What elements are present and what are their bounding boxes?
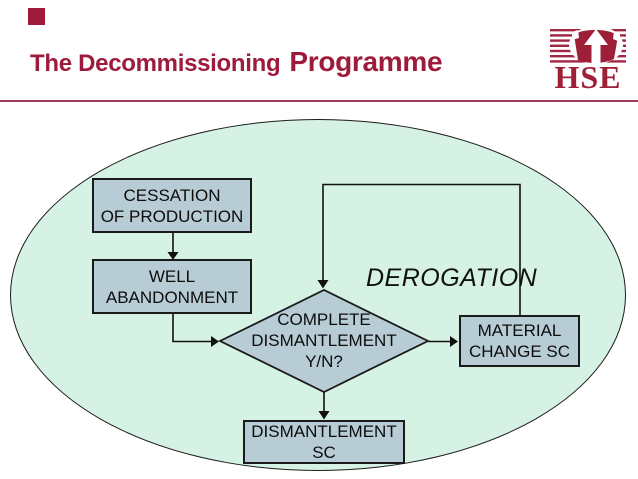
node-label-line: SC (312, 443, 336, 462)
page-title-part2: Programme (289, 46, 443, 77)
node-well-abandonment: WELL ABANDONMENT (92, 259, 252, 314)
node-label-line: CESSATION (123, 185, 221, 205)
node-label-line: COMPLETE (277, 310, 371, 329)
decision-diamond-label: COMPLETE DISMANTLEMENT Y/N? (234, 309, 414, 372)
node-label-line: DISMANTLEMENT (251, 331, 397, 350)
arrow-well-to-decision (172, 314, 219, 347)
derogation-label: DEROGATION (366, 264, 538, 292)
hse-logo: HSE (550, 26, 626, 95)
page-title: The Decommissioning Programme (30, 46, 443, 78)
decision-diamond (217, 288, 431, 394)
slide-accent-square (28, 8, 45, 25)
page-title-part1: The Decommissioning (30, 50, 281, 77)
arrow-derogation-loop (317, 183, 521, 315)
node-label-line: WELL (148, 266, 196, 286)
node-material-change-sc: MATERIAL CHANGE SC (459, 315, 580, 367)
node-label-line: DISMANTLEMENT (251, 422, 397, 441)
node-dismantlement-sc: DISMANTLEMENT SC (243, 420, 405, 464)
node-cessation-of-production: CESSATION OF PRODUCTION (92, 178, 252, 233)
node-label-line: Y/N? (305, 352, 343, 371)
hse-wordmark: HSE (554, 59, 621, 95)
title-divider (0, 100, 638, 102)
node-label-line: CHANGE SC (468, 342, 571, 361)
arrow-decision-to-dismantlement (318, 392, 330, 420)
node-label-line: ABANDONMENT (105, 287, 239, 307)
node-label-line: MATERIAL (477, 321, 562, 340)
hse-hands-arrow-icon (569, 26, 623, 64)
arrow-decision-to-material (428, 336, 458, 347)
node-label-line: OF PRODUCTION (100, 206, 244, 226)
arrow-cessation-to-well (167, 233, 179, 260)
